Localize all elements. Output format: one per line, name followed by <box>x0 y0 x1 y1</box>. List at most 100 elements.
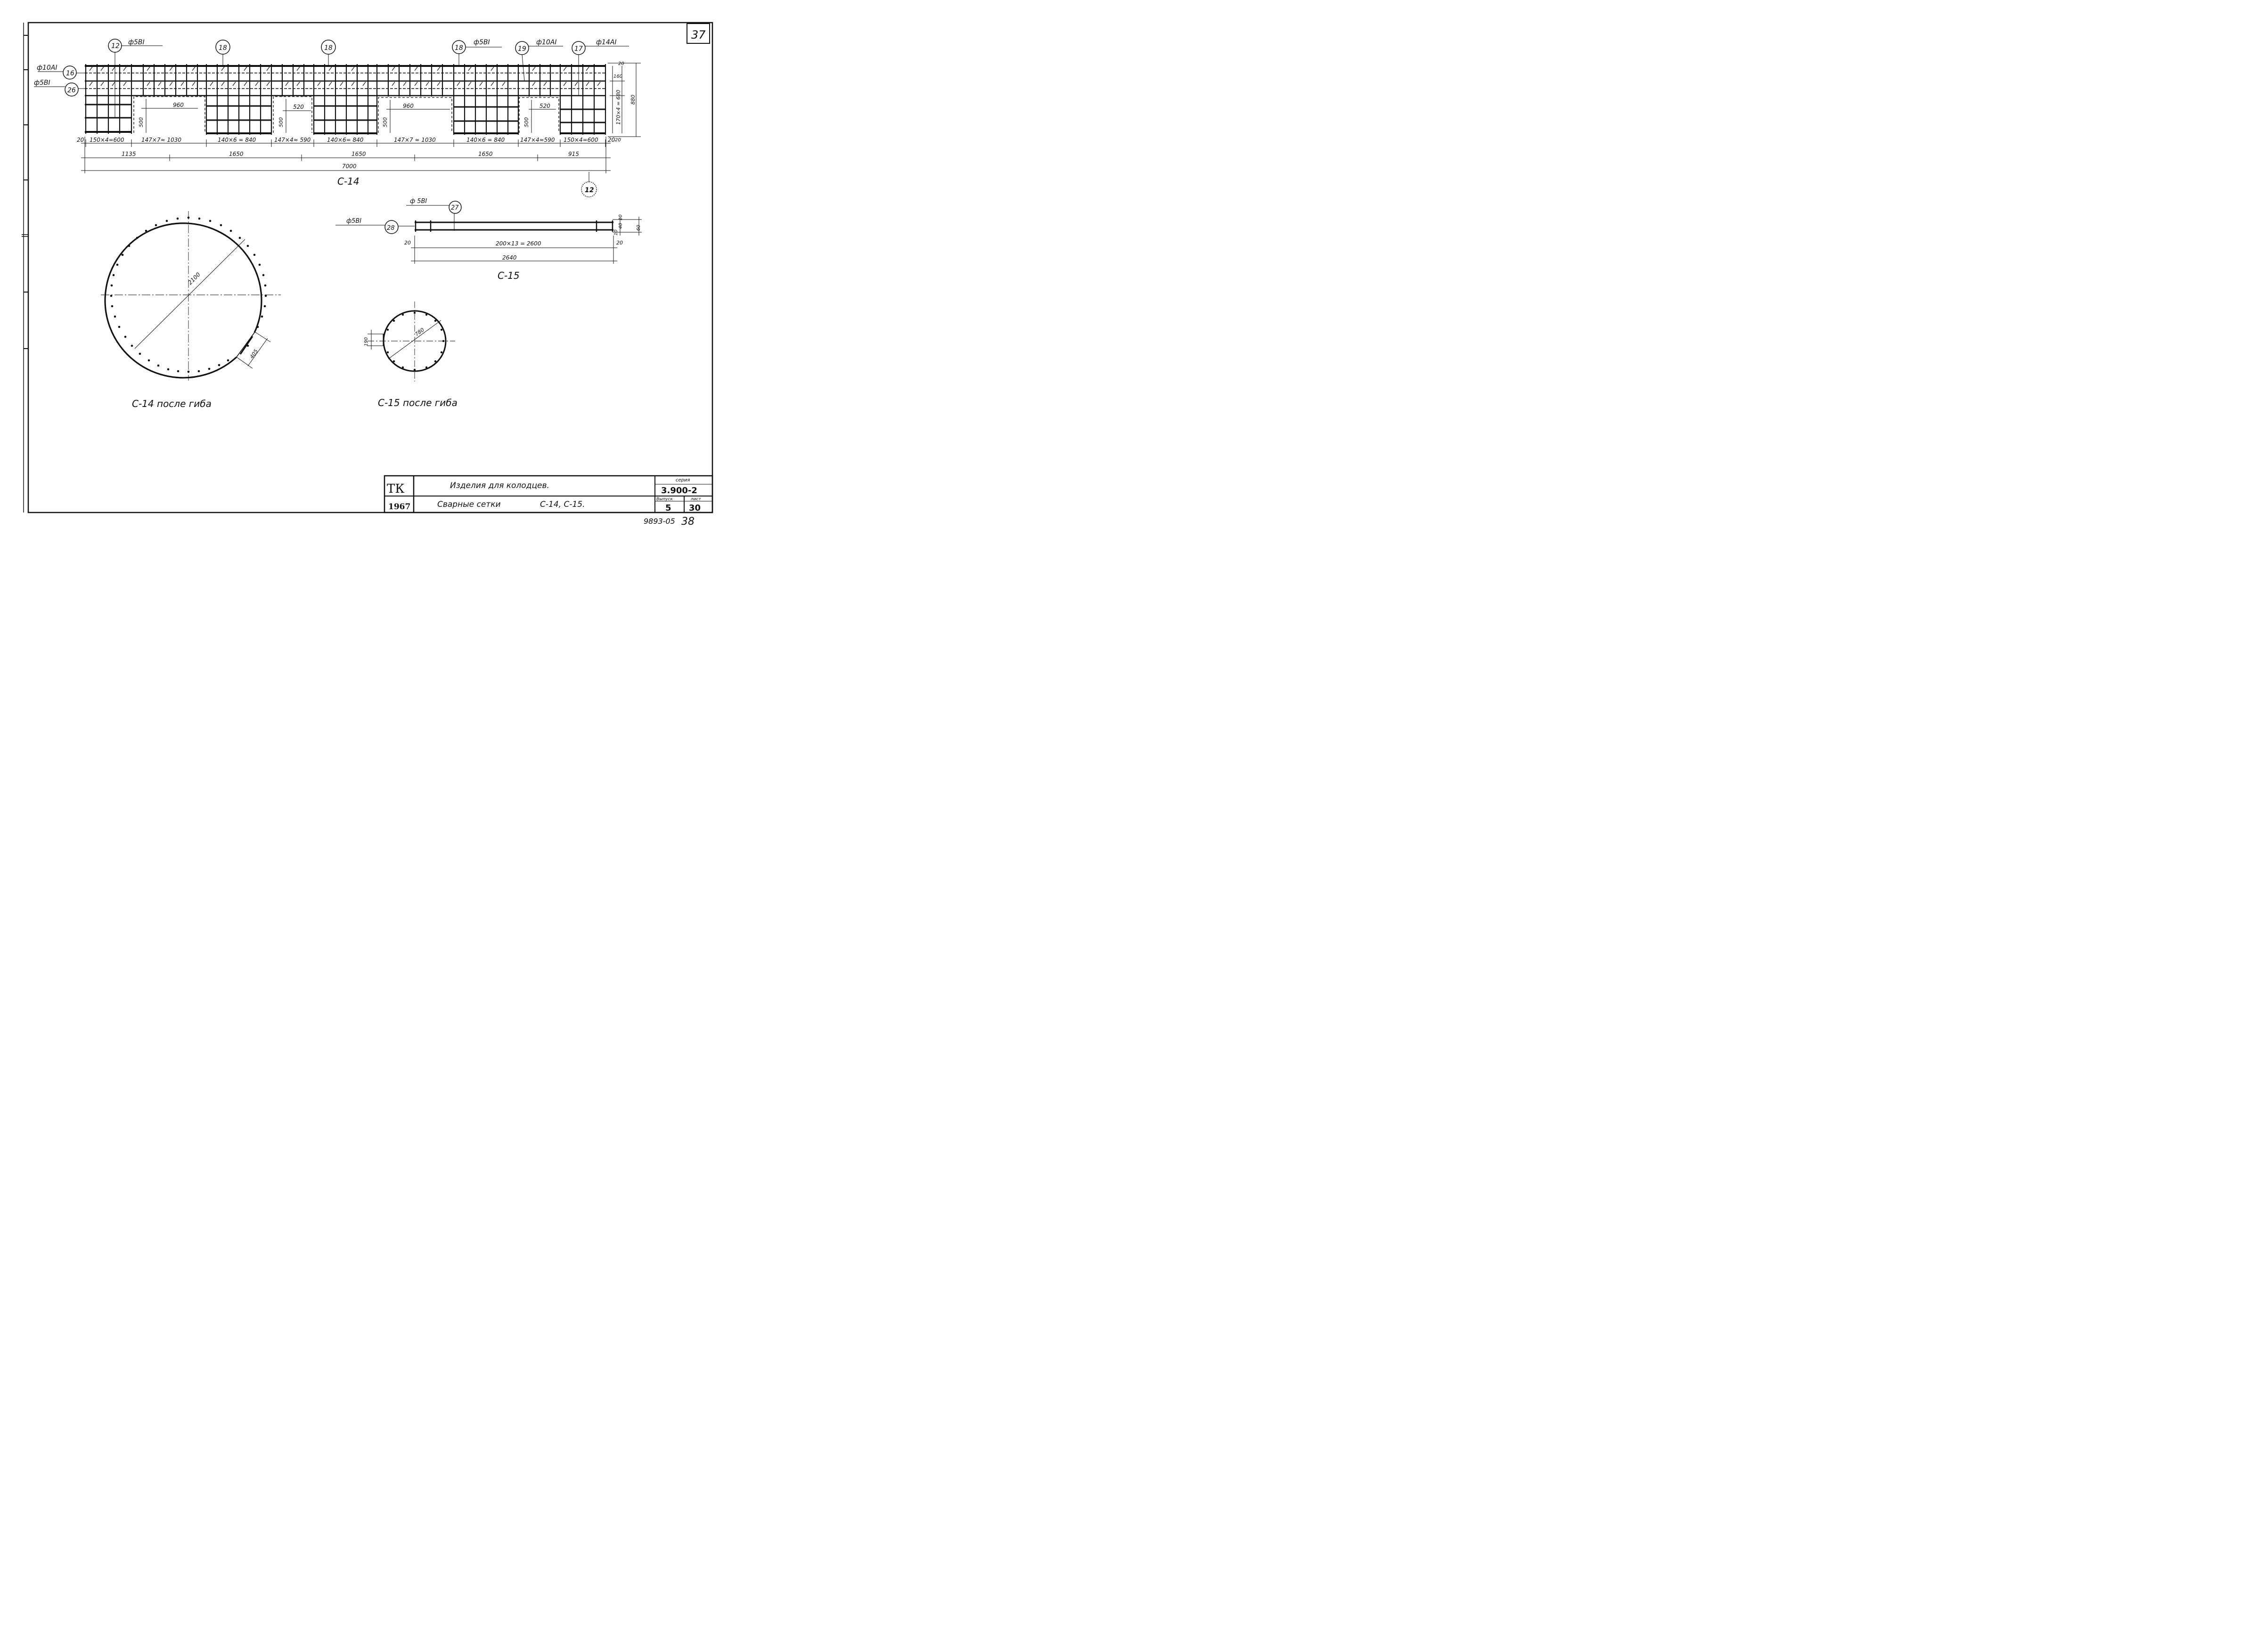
tb-sheet-value: 30 <box>689 503 701 513</box>
c14-dimensions <box>81 63 641 173</box>
c15-bent-caption: С-15 после гиба <box>378 397 458 408</box>
tb-issue-value: 5 <box>665 503 671 513</box>
callout-17: 17 <box>574 45 583 53</box>
c14-mesh <box>85 64 606 135</box>
dim-right-680: 170×4 = 680 <box>615 90 621 125</box>
dim-7000: 7000 <box>342 163 357 170</box>
c15-labels: 27 ф 5ВI 28 ф5ВI 200×13 = 2600 20 20 264… <box>335 198 641 281</box>
sheet-frame: 37 <box>22 22 713 513</box>
c15-bent-labels: 780 190 С-15 после гиба <box>364 327 458 408</box>
dim-147x4-b: 147×4≈590 <box>520 137 555 143</box>
c15-bent-bar-dots <box>386 311 445 371</box>
opening-2-height: 500 <box>278 117 284 127</box>
c15-bent-diameter: 780 <box>414 327 425 338</box>
c15-dim-left: 20 <box>404 240 411 246</box>
dim-1650-a: 1650 <box>229 151 244 157</box>
dim-150x4: 150×4=600 <box>90 137 124 143</box>
callout-27: 27 <box>451 204 459 212</box>
c15-mesh <box>411 213 642 264</box>
c14-opening-labels: 960 500 520 500 960 500 520 500 <box>138 102 550 127</box>
c15-dim-right: 20 <box>616 240 623 246</box>
callout-18a: 18 <box>219 44 227 52</box>
dim-20-right: 20 <box>608 137 615 143</box>
tb-line1: Изделия для колодцев. <box>450 481 549 490</box>
bar-label-19: ф10АI <box>536 39 557 46</box>
opening-1-width: 960 <box>173 102 184 108</box>
dim-right-160: 160 <box>613 74 622 79</box>
c15-dim-10a: 10 <box>618 214 623 220</box>
tb-series-label: серия <box>676 478 690 483</box>
bar-label-26: ф5ВI <box>34 79 50 87</box>
callout-26: 26 <box>67 87 76 94</box>
callout-12: 12 <box>111 42 120 50</box>
dim-150x4-b: 150×4=600 <box>564 137 598 143</box>
c15-dim-main: 200×13 = 2600 <box>496 240 541 247</box>
dim-right-880: 880 <box>630 95 636 105</box>
dim-915: 915 <box>568 151 579 157</box>
bar-label-28: ф5ВI <box>346 218 361 225</box>
c14-bent-bar-dots <box>110 216 267 373</box>
callout-16: 16 <box>66 70 74 77</box>
dim-20-left: 20 <box>77 137 84 143</box>
c15-dim-total: 2640 <box>502 254 517 261</box>
title-block <box>384 475 713 513</box>
c14-bent-overlap: 405 <box>249 348 260 360</box>
dim-1650-c: 1650 <box>478 151 493 157</box>
c14-openings <box>133 96 559 133</box>
opening-1-height: 500 <box>138 117 144 127</box>
tb-org: ТК <box>387 482 404 496</box>
bottom-marks: 9893-05 38 <box>644 516 695 528</box>
bar-label-16: ф10АI <box>37 64 57 72</box>
bar-label-12: ф5ВI <box>128 39 145 46</box>
opening-4-width: 520 <box>540 103 550 109</box>
c14-callouts: 12 ф5ВI 18 18 18 ф5ВI 19 ф10АI 17 ф14АI … <box>34 39 629 197</box>
dim-1135: 1135 <box>122 151 136 157</box>
title-block-text: ТК 1967 Изделия для колодцев. Сварные се… <box>387 478 702 513</box>
c14-dimension-labels: 20 150×4=600 147×7≈ 1030 140×6 = 840 147… <box>77 61 636 187</box>
c14-vertical-bars <box>85 64 606 135</box>
dim-right-20b: 20 <box>615 138 621 143</box>
opening-2-width: 520 <box>293 104 304 110</box>
c14-bent-labels: 2100 405 С-14 после гиба <box>132 271 259 409</box>
c14-bent <box>101 211 281 381</box>
tb-year: 1967 <box>388 502 410 512</box>
dim-147x4-a: 147×4≈ 590 <box>274 137 311 143</box>
c15-bent-lap: 190 <box>364 337 369 346</box>
c14-title: С-14 <box>337 176 360 187</box>
dim-147x7-a: 147×7≈ 1030 <box>141 137 181 143</box>
bar-label-18c: ф5ВI <box>474 39 490 46</box>
opening-4-height: 500 <box>523 117 530 127</box>
callout-18c: 18 <box>455 44 463 52</box>
c15-bent <box>368 301 455 382</box>
callout-19: 19 <box>518 45 526 53</box>
dim-right-20: 20 <box>618 61 624 66</box>
dim-1650-b: 1650 <box>352 151 366 157</box>
c15-dim-60: 60 <box>636 225 641 231</box>
opening-3-height: 500 <box>382 117 388 127</box>
tb-series-value: 3.900-2 <box>661 486 697 496</box>
dim-140x6-a: 140×6 = 840 <box>218 137 256 143</box>
bar-label-17: ф14АI <box>596 39 617 46</box>
dim-140x6-b: 140×6= 840 <box>327 137 364 143</box>
callout-18b: 18 <box>324 44 333 52</box>
c14-weld-ticks <box>89 66 601 86</box>
bottom-page: 38 <box>681 516 695 528</box>
c14-short-bars <box>142 64 551 97</box>
drawing-sheet: 37 <box>22 22 713 528</box>
c15-title: С-15 <box>498 270 520 281</box>
c14-bent-caption: С-14 после гиба <box>132 398 212 409</box>
tb-issue-label: Выпуск <box>656 497 673 502</box>
c14-bent-diameter: 2100 <box>187 271 202 286</box>
dim-147x7-b: 147×7 ≈ 1030 <box>394 137 436 143</box>
callout-12b: 12 <box>585 187 594 194</box>
bottom-code: 9893-05 <box>644 517 675 526</box>
tb-line2-left: Сварные сетки <box>437 500 501 509</box>
tb-sheet-label: лист <box>690 497 702 502</box>
callout-28: 28 <box>387 225 395 232</box>
opening-3-width: 960 <box>403 103 414 109</box>
dim-140x6-c: 140×6 = 840 <box>466 137 505 143</box>
c14-opening-dims <box>141 99 556 133</box>
tb-line2-right: С-14, С-15. <box>540 500 585 509</box>
bar-label-27: ф 5ВI <box>410 198 427 205</box>
c15-dim-40: 40 <box>618 223 623 229</box>
